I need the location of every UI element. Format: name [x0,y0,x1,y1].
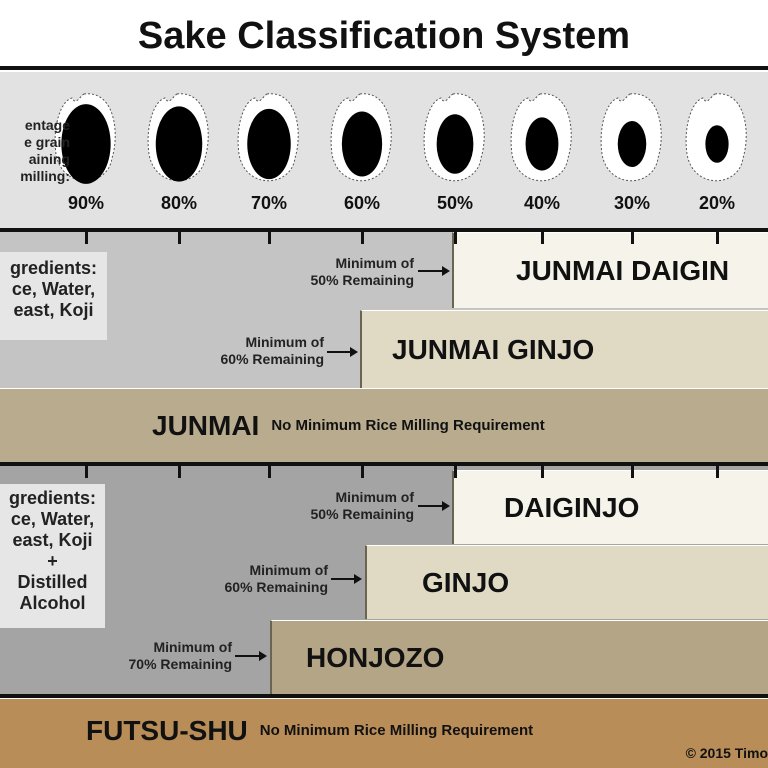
milling-percent-80: 80% [160,193,198,213]
honjozo-label: HONJOZO [306,641,445,673]
junmai-bar: JUNMAI No Minimum Rice Milling Requireme… [0,388,768,462]
ginjo-bar: GINJO [365,545,768,619]
rice-grain-core-90% [61,104,111,184]
arrow-right-icon [418,266,450,276]
arrow-right-icon [235,651,267,661]
daiginjo-bar: DAIGINJO [452,470,768,544]
axis-tick [716,466,719,478]
arrow-right-icon [327,347,358,357]
futsu-shu-label: FUTSU-SHU [86,714,248,746]
milling-axis-label: entage e grain aining milling: [20,117,70,184]
milling-percent-60: 60% [343,193,381,213]
axis-tick [85,466,88,478]
axis-tick [178,466,181,478]
rice-grain-core-60% [341,111,383,177]
rice-grain-row [54,93,747,184]
rice-grain-core-20% [705,125,729,163]
daiginjo-label: DAIGINJO [504,491,640,523]
axis-tick [361,232,364,244]
axis-line-top [0,228,768,232]
alcohol-ingredients: gredients: ce, Water, east, Koji + Disti… [0,484,105,628]
ginjo-label: GINJO [422,566,510,598]
junmai-daiginjo-bar: JUNMAI DAIGIN [452,232,768,308]
milling-percent-20: 20% [698,193,736,213]
axis-tick [716,232,719,244]
junmai-daiginjo-label: JUNMAI DAIGIN [516,254,730,286]
milling-percent-90: 90% [67,193,105,213]
milling-percent-30: 30% [613,193,651,213]
axis-tick [268,466,271,478]
rice-grain-core-40% [525,117,559,171]
milling-percent-70: 70% [250,193,288,213]
junmai-ginjo-minimum: Minimum of 60% Remaining [220,334,324,367]
axis-tick [268,232,271,244]
rice-grain-core-80% [155,106,203,182]
arrow-right-icon [418,501,450,511]
futsu-shu-requirement: No Minimum Rice Milling Requirement [259,722,534,739]
axis-tick [631,232,634,244]
ginjo-minimum: Minimum of 60% Remaining [224,562,328,595]
rice-grain-core-70% [247,108,291,180]
axis-tick [541,466,544,478]
axis-tick [178,232,181,244]
junmai-ginjo-bar: JUNMAI GINJO [360,310,768,388]
futsu-divider [0,694,768,698]
rice-grain-core-50% [436,114,474,174]
junmai-ginjo-label: JUNMAI GINJO [392,333,595,365]
junmai-daiginjo-minimum: Minimum of 50% Remaining [310,255,414,288]
milling-percent-50: 50% [436,193,474,213]
axis-tick [454,466,457,478]
axis-tick [361,466,364,478]
junmai-label: JUNMAI [152,409,260,441]
page-title: Sake Classification System [137,15,631,57]
title-divider [0,66,768,70]
junmai-requirement: No Minimum Rice Milling Requirement [271,417,545,434]
axis-tick [85,232,88,244]
rice-grain-core-30% [617,120,647,168]
daiginjo-minimum: Minimum of 50% Remaining [310,489,414,522]
honjozo-minimum: Minimum of 70% Remaining [128,639,232,672]
honjozo-bar: HONJOZO [270,620,768,694]
junmai-ingredients: gredients: ce, Water, east, Koji [0,252,107,340]
futsu-shu-bar: FUTSU-SHU No Minimum Rice Milling Requir… [0,698,768,768]
milling-percent-40: 40% [523,193,561,213]
axis-line-bottom [0,462,768,466]
arrow-right-icon [331,574,362,584]
axis-tick [454,232,457,244]
axis-tick [631,466,634,478]
copyright-notice: © 2015 Timo [685,745,768,761]
axis-tick [541,232,544,244]
